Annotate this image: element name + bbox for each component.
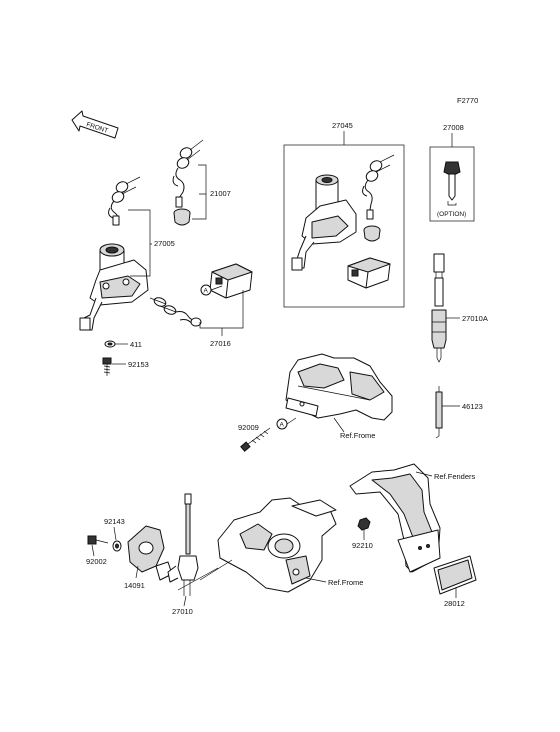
ref-frame-upper: Ref.Frome (340, 431, 375, 440)
part-label-27016: 27016 (210, 339, 231, 348)
part-label-14091: 14091 (124, 581, 145, 590)
callout-a-label: A (204, 288, 209, 295)
frame-lower-section-icon (177, 497, 337, 593)
leader-27010 (183, 595, 187, 607)
part-label-27010: 27010 (172, 607, 193, 616)
leader-frame-lower (305, 577, 327, 583)
bolt-92009-icon (240, 427, 271, 452)
part-label-92002: 92002 (86, 557, 107, 566)
part-label-27008: 27008 (443, 123, 464, 132)
part-label-92009: 92009 (238, 423, 259, 432)
part-label-27045: 27045 (332, 121, 353, 130)
ignition-keys-27045-icon (362, 154, 395, 220)
leader-fenders (415, 471, 433, 477)
ignition-switch-27045-icon (291, 174, 357, 271)
part-label-28012: 28012 (444, 599, 465, 608)
switch-27010-icon (167, 493, 199, 596)
part-label-46123: 46123 (462, 402, 483, 411)
part-label-411: 411 (130, 340, 142, 349)
leader-frame-upper (333, 417, 345, 433)
nut-92210-icon (357, 517, 371, 531)
option-label: (OPTION) (437, 211, 466, 218)
leader-92002 (91, 544, 95, 557)
figure-code: F2770 (457, 96, 478, 105)
part-label-92143: 92143 (104, 517, 125, 526)
part-label-92210: 92210 (352, 541, 373, 550)
ignition-key-icon (108, 176, 141, 226)
lock-cylinder-blank-icon (173, 208, 191, 226)
washer-411-icon (104, 340, 116, 348)
front-arrow-icon: FRONT (71, 110, 119, 139)
bolt-92002-icon (87, 535, 109, 545)
rod-46123-icon (435, 386, 443, 439)
part-label-92153: 92153 (128, 360, 149, 369)
part-label-27010a: 27010A (462, 314, 488, 323)
ref-frame-lower: Ref.Frome (328, 578, 363, 587)
ref-fenders: Ref.Fenders (434, 472, 476, 481)
part-label-21007: 21007 (210, 189, 231, 198)
seat-lock-icon (209, 263, 253, 299)
seat-lock-keys-icon (149, 297, 202, 327)
callout-a2-label: A (280, 422, 285, 429)
frame-upper-section-icon (285, 353, 393, 421)
ignition-switch-assembly-icon (79, 243, 149, 331)
washer-92143-icon (112, 540, 122, 552)
fender-bracket-icon (349, 463, 441, 573)
switch-27010a-icon (431, 253, 447, 363)
bolt-92153-icon (102, 357, 112, 376)
seat-lock-27045-icon (347, 257, 391, 289)
key-with-blank-icon (172, 139, 204, 208)
blank-key-27008-icon (443, 161, 461, 206)
bracket-27005 (128, 209, 152, 277)
part-label-27005: 27005 (154, 239, 175, 248)
bracket-21007 (192, 164, 207, 220)
cylinder-blank-27045-icon (363, 225, 381, 242)
leader-92143 (113, 526, 117, 541)
reflector-28012-icon (433, 555, 477, 595)
bracket-27016 (199, 290, 244, 336)
leader-14091 (135, 565, 139, 579)
callout-a-leader (210, 285, 223, 291)
bracket-14091-icon (127, 525, 173, 581)
callout-a2-leader (286, 417, 297, 425)
